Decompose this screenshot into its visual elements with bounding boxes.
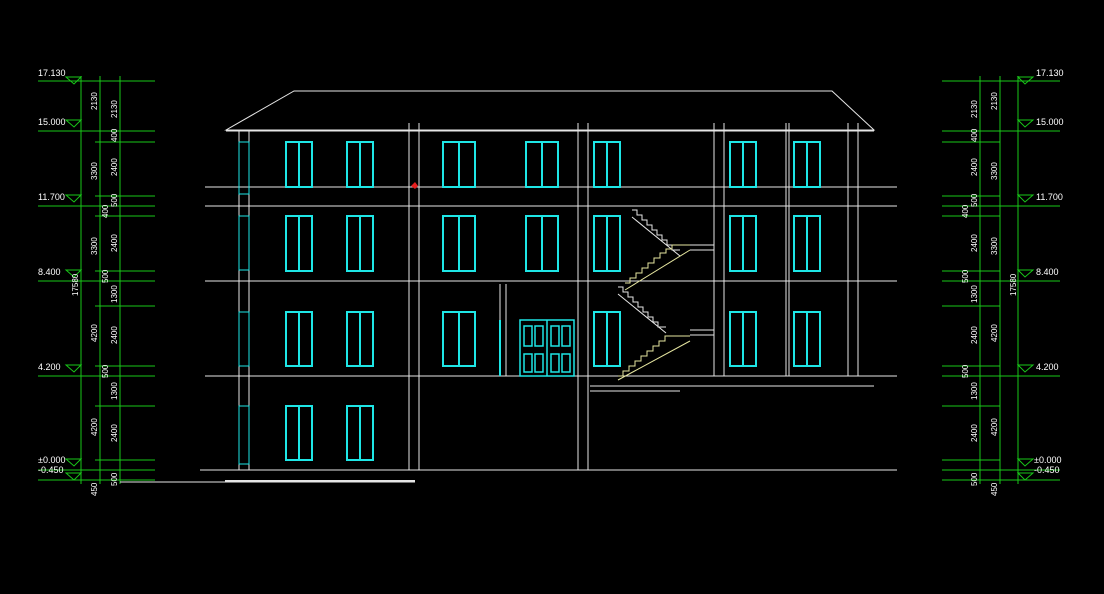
- dim-left-outer-2: 3300: [90, 162, 99, 180]
- dim-right-inner-2: 400: [970, 128, 979, 142]
- dim-right-outer-4: 4200: [990, 324, 999, 342]
- left-inner-dimensions: 2130 400 2400 500 400 2400 500 1300 2400…: [101, 100, 119, 486]
- stairs: [617, 209, 714, 381]
- level-label-11700-left: 11.700: [38, 192, 65, 202]
- dim-right-outer-2: 3300: [990, 162, 999, 180]
- level-label-4200-left: 4.200: [38, 362, 61, 372]
- right-inner-dimensions: 2130 400 2400 500 400 2400 500 1300 2400…: [961, 100, 979, 486]
- level-label-17130-right: 17.130: [1036, 68, 1064, 78]
- dim-right-inner-4: 500: [970, 193, 979, 207]
- right-dimension-chain: [942, 76, 1060, 484]
- dim-right-inner-3: 2400: [970, 158, 979, 176]
- level-label-17130-left: 17.130: [38, 68, 66, 78]
- level-label-8400-left: 8.400: [38, 267, 61, 277]
- dim-left-inner-6: 2400: [110, 234, 119, 252]
- dim-right-inner-6: 2400: [970, 234, 979, 252]
- level-label-15000-right: 15.000: [1036, 117, 1064, 127]
- dim-left-inner-12: 2400: [110, 424, 119, 442]
- level-label-m0450-right: -0.450: [1034, 465, 1060, 475]
- dim-right-inner-9: 2400: [970, 326, 979, 344]
- dim-right-inner-11: 1300: [970, 382, 979, 400]
- windows: [285, 141, 821, 461]
- dim-right-outer-6: 450: [990, 482, 999, 496]
- dim-left-total: 17580: [71, 273, 80, 296]
- dim-left-inner-11: 1300: [110, 382, 119, 400]
- dim-left-outer-5: 4200: [90, 418, 99, 436]
- dim-right-inner-12: 2400: [970, 424, 979, 442]
- right-level-labels: 17.130 15.000 11.700 8.400 4.200 ±0.000 …: [1034, 68, 1064, 475]
- dim-right-outer-1: 2130: [990, 92, 999, 110]
- level-label-0000-left: ±0.000: [38, 455, 65, 465]
- left-level-labels: 17.130 15.000 11.700 8.400 4.200 ±0.000 …: [38, 68, 66, 475]
- entrance-door: [499, 319, 575, 377]
- dim-left-inner-13: 500: [110, 472, 119, 486]
- dim-left-outer-1: 2130: [90, 92, 99, 110]
- dim-left-inner-10: 500: [101, 364, 110, 378]
- dim-right-inner-5: 400: [961, 204, 970, 218]
- right-outer-dimensions: 2130 3300 3300 4200 4200 450 17580: [990, 92, 1018, 496]
- level-label-15000-left: 15.000: [38, 117, 66, 127]
- dim-right-outer-5: 4200: [990, 418, 999, 436]
- dim-left-inner-3: 2400: [110, 158, 119, 176]
- dim-right-inner-7: 500: [961, 269, 970, 283]
- dim-left-inner-8: 1300: [110, 285, 119, 303]
- dim-right-inner-13: 500: [970, 472, 979, 486]
- level-label-8400-right: 8.400: [1036, 267, 1059, 277]
- level-label-m0450-left: -0.450: [38, 465, 64, 475]
- roof-outline: [224, 90, 876, 131]
- dim-right-inner-10: 500: [961, 364, 970, 378]
- dim-left-outer-3: 3300: [90, 237, 99, 255]
- dim-left-inner-2: 400: [110, 128, 119, 142]
- dim-left-inner-4: 500: [110, 193, 119, 207]
- dim-left-inner-5: 400: [101, 204, 110, 218]
- dim-right-total: 17580: [1009, 273, 1018, 296]
- level-label-4200-right: 4.200: [1036, 362, 1059, 372]
- left-dimension-chain: [38, 76, 155, 484]
- dim-right-inner-8: 1300: [970, 285, 979, 303]
- dim-left-outer-4: 4200: [90, 324, 99, 342]
- building-elevation: [120, 90, 897, 483]
- dim-left-inner-1: 2130: [110, 100, 119, 118]
- left-outer-dimensions: 2130 3300 3300 4200 4200 450 17580: [71, 92, 99, 496]
- dim-right-outer-3: 3300: [990, 237, 999, 255]
- level-label-0000-right: ±0.000: [1034, 455, 1061, 465]
- dim-left-inner-7: 500: [101, 269, 110, 283]
- level-label-11700-right: 11.700: [1036, 192, 1063, 202]
- dim-right-inner-1: 2130: [970, 100, 979, 118]
- section-marker-icon: [411, 182, 418, 189]
- dim-left-outer-6: 450: [90, 482, 99, 496]
- dim-left-inner-9: 2400: [110, 326, 119, 344]
